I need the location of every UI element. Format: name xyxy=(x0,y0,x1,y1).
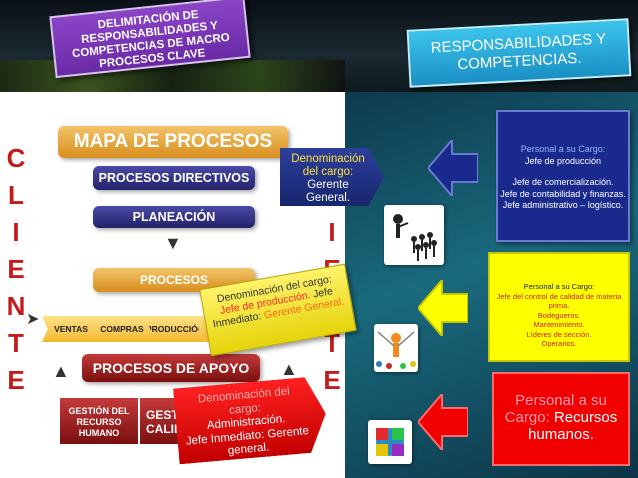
cliente-letter: E xyxy=(7,365,25,395)
directive-processes-box: PROCESOS DIRECTIVOS xyxy=(93,166,255,190)
staff-item: Jefe del control de calidad de materia p… xyxy=(496,291,622,311)
staff-item: Líderes de sección. xyxy=(526,329,592,339)
staff-box-manager: Personal a su Cargo: Jefe de producción … xyxy=(496,110,630,242)
chevron-compras: COMPRAS xyxy=(92,316,152,342)
arrow-left-icon xyxy=(418,394,468,450)
support-processes-box: PROCESOS DE APOYO xyxy=(82,354,260,382)
staff-item: Jefe de comercialización. xyxy=(512,177,614,187)
process-map-title: MAPA DE PROCESOS xyxy=(58,126,288,158)
role-label: Denominación del cargo: xyxy=(291,153,365,178)
staff-item: Recursos humanos. xyxy=(528,409,618,443)
hr-management-box: GESTIÓN DEL RECURSO HUMANO xyxy=(60,398,138,444)
arrow-left-icon xyxy=(428,140,478,196)
arrow-up-icon: ▲ xyxy=(52,361,70,381)
chevron-produccion: PRODUCCIÓN xyxy=(144,316,206,342)
cliente-letter: E xyxy=(323,365,341,395)
cliente-letter: C xyxy=(6,143,26,173)
team-figures-icon xyxy=(384,205,444,265)
cliente-letter: L xyxy=(8,180,24,210)
staff-item: Mantenimiento. xyxy=(533,320,585,329)
cliente-left-label: C L I E N T E xyxy=(4,140,28,399)
staff-item: Jefe de contabilidad y finanzas. xyxy=(500,188,626,199)
strategic-planning-box: PLANEACIÓN ESTRATÉGICA xyxy=(93,206,255,246)
network-people-icon xyxy=(374,324,418,372)
staff-item: Bodegueros. xyxy=(537,310,581,320)
section-title: RESPONSABILIDADES Y COMPETENCIAS. xyxy=(406,18,632,88)
staff-header: Personal a su Cargo: xyxy=(520,144,606,154)
admin-role-callout: Denominación del cargo: Administración. … xyxy=(173,376,329,465)
staff-item: Jefe de producción xyxy=(524,155,602,166)
manager-role-callout: Denominación del cargo: Gerente General. xyxy=(280,148,384,206)
staff-item: Jefe administrativo – logístico. xyxy=(502,200,624,210)
role-value: Gerente General. xyxy=(305,179,351,204)
chevron-ventas: VENTAS xyxy=(42,316,100,342)
arrow-right-icon: ➤ xyxy=(26,311,40,328)
cliente-letter: T xyxy=(8,328,24,358)
staff-box-admin: Personal a su Cargo: Recursos humanos. xyxy=(492,372,630,466)
staff-box-production: Personal a su Cargo: Jefe del control de… xyxy=(488,252,630,362)
cliente-letter: E xyxy=(7,254,25,284)
cliente-letter: I xyxy=(12,217,20,247)
cliente-letter: I xyxy=(328,217,336,247)
staff-header: Personal a su Cargo: xyxy=(523,282,595,291)
arrow-left-icon xyxy=(418,280,468,336)
arrow-down-icon: ▼ xyxy=(164,233,182,253)
staff-header: Personal a su Cargo: xyxy=(504,392,607,426)
cliente-letter: N xyxy=(6,291,26,321)
puzzle-hands-icon xyxy=(368,420,412,464)
staff-item: Operarios. xyxy=(541,339,577,348)
arrow-up-icon: ▲ xyxy=(280,359,298,379)
